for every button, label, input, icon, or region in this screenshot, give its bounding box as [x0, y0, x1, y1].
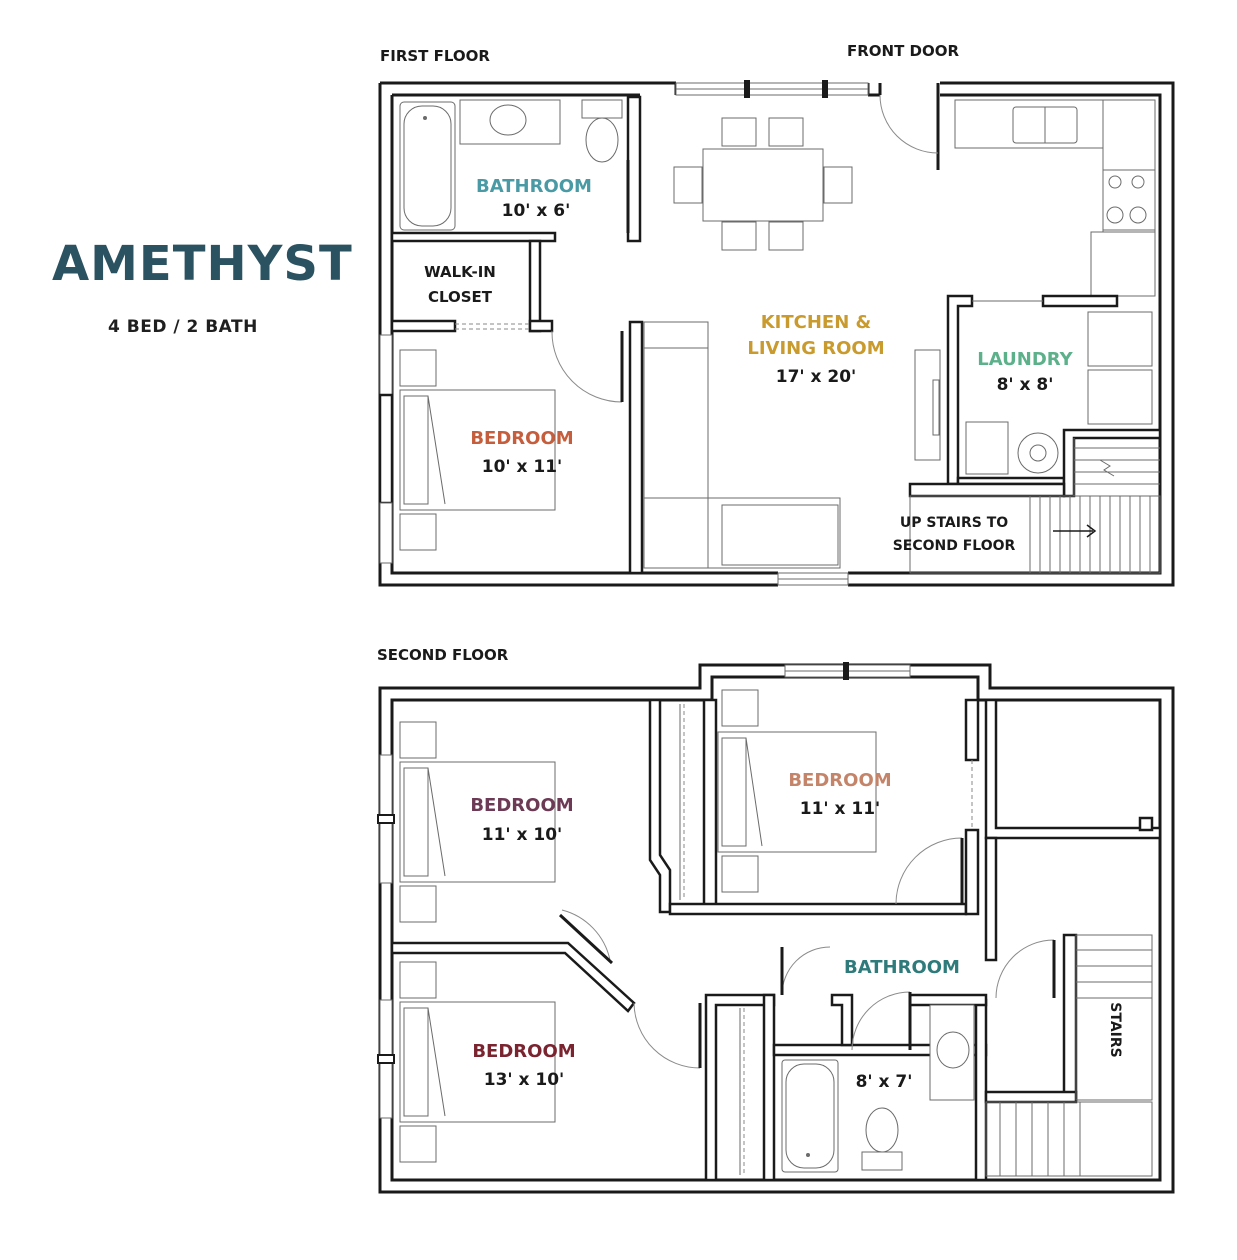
bathroom-1-size: 10' x 6' [502, 201, 571, 221]
plan-title: AMETHYST [52, 236, 353, 292]
bedroom-1-name: BEDROOM [470, 428, 573, 449]
bathroom-2-name: BATHROOM [844, 957, 960, 978]
laundry-size: 8' x 8' [997, 375, 1054, 395]
stairs-label: STAIRS [1107, 1002, 1123, 1057]
second-floor-heading: SECOND FLOOR [377, 646, 509, 664]
bedroom-1-size: 10' x 11' [482, 457, 563, 477]
bathroom-2-size: 8' x 7' [856, 1072, 913, 1092]
first-floor-plan [378, 80, 1175, 587]
stairs-note-line1: UP STAIRS TO [900, 515, 1008, 531]
second-floor-plan [377, 662, 1175, 1194]
closet-label-line1: WALK-IN [424, 263, 496, 281]
bedroom-c-size: 13' x 10' [484, 1070, 565, 1090]
kitchen-name-line1: KITCHEN & [761, 312, 872, 333]
front-door-label: FRONT DOOR [847, 42, 960, 60]
bathroom-1-name: BATHROOM [476, 176, 592, 197]
bedroom-a-name: BEDROOM [470, 795, 573, 816]
bedroom-b-size: 11' x 11' [800, 799, 881, 819]
plan-subtitle: 4 BED / 2 BATH [108, 317, 258, 337]
laundry-name: LAUNDRY [977, 349, 1073, 370]
bedroom-a-size: 11' x 10' [482, 825, 563, 845]
stairs-note-line2: SECOND FLOOR [893, 538, 1016, 554]
bedroom-b-name: BEDROOM [788, 770, 891, 791]
kitchen-size: 17' x 20' [776, 367, 857, 387]
closet-label-line2: CLOSET [428, 288, 493, 306]
first-floor-heading: FIRST FLOOR [380, 47, 490, 65]
bedroom-c-name: BEDROOM [472, 1041, 575, 1062]
kitchen-name-line2: LIVING ROOM [747, 338, 884, 359]
